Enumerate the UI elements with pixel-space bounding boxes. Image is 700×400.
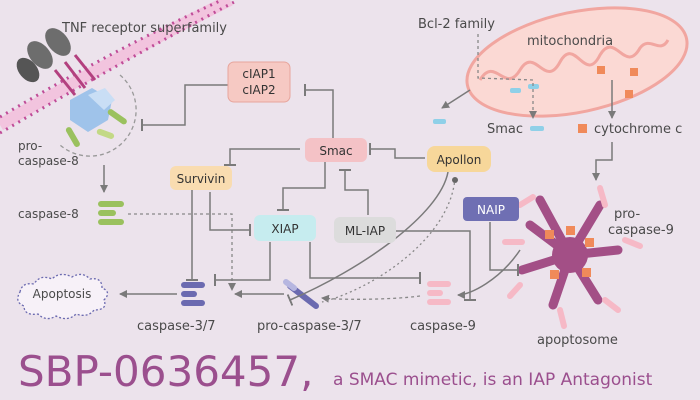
label-caspase37: caspase-3/7: [137, 319, 216, 334]
box-naip: NAIP: [463, 197, 519, 221]
label-ciap2: cIAP2: [242, 83, 275, 97]
box-survivin: Survivin: [170, 166, 232, 190]
label-smac-released: Smac: [487, 122, 523, 137]
caspase8-icon: [98, 201, 124, 225]
label-apoptosis: Apoptosis: [33, 287, 92, 301]
cytochrome-icon: [578, 124, 587, 133]
pro-caspase37-icon: [283, 279, 319, 309]
arrow-caspase9-to-pro-caspase37: [321, 294, 421, 303]
smac-molecule-icon-2: [530, 126, 544, 131]
mitochondria-icon: [465, 6, 689, 118]
caspase37-icon: [181, 282, 205, 306]
arrow-apoptosome-to-caspase9: [457, 249, 521, 299]
inhibit-xiap-caspase9: [309, 242, 421, 284]
label-cytochrome-c: cytochrome c: [594, 122, 682, 137]
arrow-caspase8-to-caspase37: [128, 213, 236, 291]
label-caspase8: caspase-8: [18, 207, 79, 221]
box-mliap: ML-IAP: [334, 217, 396, 243]
apoptosome-icon: [502, 185, 643, 329]
membrane-icon: [0, 0, 239, 135]
title-main: SBP-0636457,: [18, 347, 313, 396]
inhibit-survivin-xiap: [209, 192, 251, 236]
inhibit-smac-xiap: [277, 162, 326, 211]
label-survivin: Survivin: [177, 172, 226, 186]
inhibit-ciap-caspase8: [141, 84, 228, 131]
label-naip: NAIP: [477, 203, 505, 217]
label-tnf-receptor: TNF receptor superfamily: [61, 21, 227, 36]
inhibit-mliap-caspase9: [396, 230, 476, 301]
inhibit-mliap-smac: [339, 169, 369, 215]
apollon-link-dot: [452, 177, 458, 183]
box-xiap: XIAP: [254, 215, 316, 241]
title-sub: a SMAC mimetic, is an IAP Antagonist: [333, 370, 653, 390]
arrow-cytochrome: [592, 142, 613, 181]
label-pro-caspase9-1: pro-: [614, 207, 641, 222]
smac-molecule-icon: [433, 119, 446, 124]
label-pro-caspase8-2: caspase-8: [18, 154, 79, 168]
label-apoptosome: apoptosome: [537, 333, 618, 348]
apollon-dotted-link: [321, 177, 456, 303]
label-pro-caspase8-1: pro-: [18, 139, 42, 153]
apoptosis-cloud-icon: [17, 273, 109, 320]
label-mliap: ML-IAP: [345, 224, 385, 238]
box-smac: Smac: [305, 138, 367, 162]
label-caspase9: caspase-9: [410, 319, 476, 334]
arrow-smac-release: [441, 89, 471, 109]
inhibit-xiap-caspase37: [214, 242, 271, 286]
label-smac: Smac: [319, 144, 352, 158]
label-bcl2-family: Bcl-2 family: [418, 17, 495, 32]
box-apollon: Apollon: [427, 146, 491, 172]
tnf-receptor-icon: [16, 28, 127, 147]
complex-outline: [59, 74, 137, 157]
label-ciap1: cIAP1: [242, 67, 275, 81]
inhibit-smac-ciap: [304, 84, 334, 140]
inhibit-apollon-smac: [369, 143, 425, 159]
box-ciap: cIAP1 cIAP2: [227, 61, 291, 103]
label-mitochondria: mitochondria: [527, 34, 613, 49]
inhibit-smac-survivin: [224, 148, 300, 166]
inhibit-naip-apoptosome: [489, 222, 519, 276]
caspase9-icon: [427, 281, 451, 305]
label-pro-caspase37: pro-caspase-3/7: [257, 319, 362, 334]
label-apollon: Apollon: [437, 153, 482, 167]
label-pro-caspase9-2: caspase-9: [608, 223, 674, 238]
label-xiap: XIAP: [271, 222, 298, 236]
